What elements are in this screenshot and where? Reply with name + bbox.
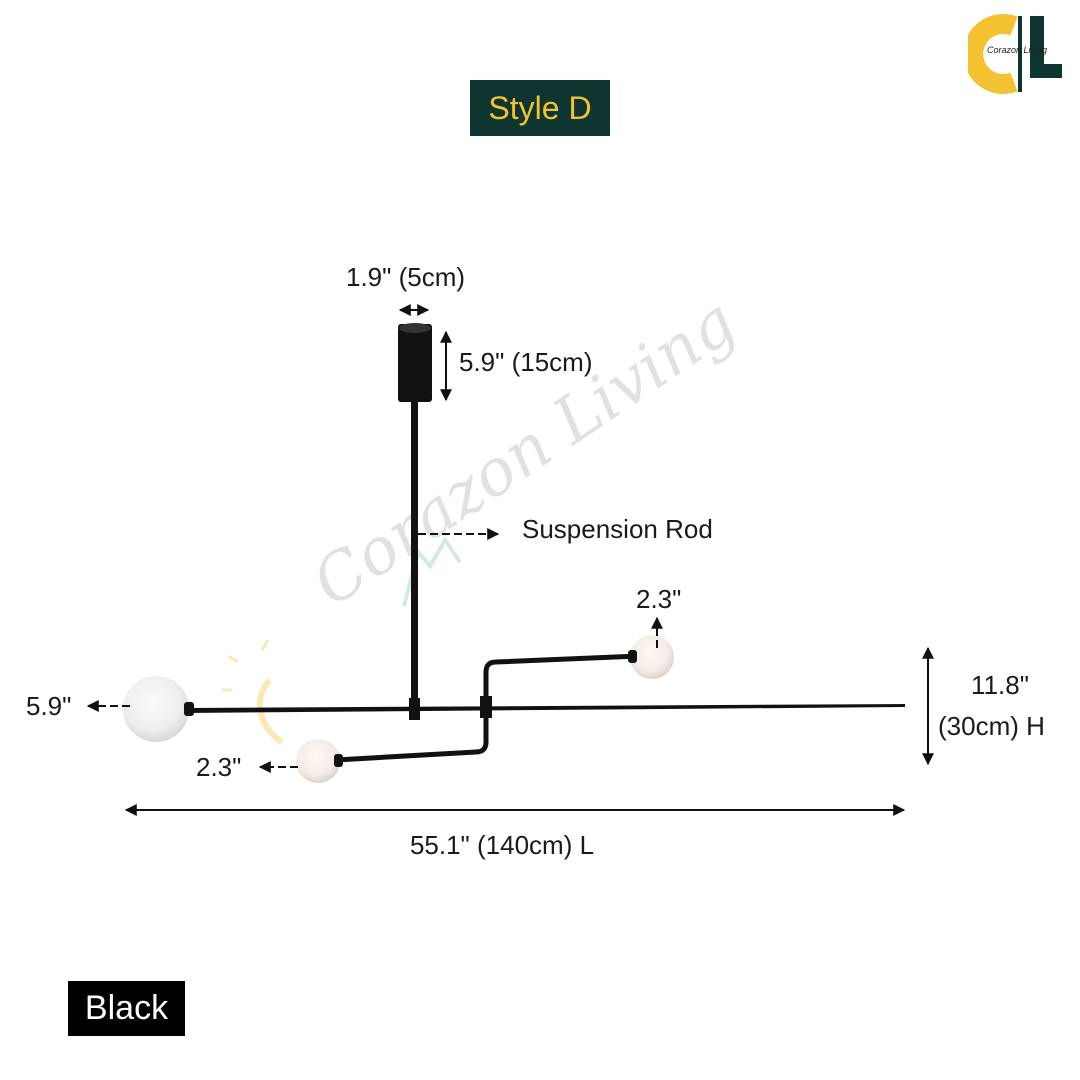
logo-subtext: Corazon Living (987, 45, 1048, 55)
suspension-rod-label: Suspension Rod (522, 514, 713, 544)
upper-arm (483, 653, 641, 705)
canopy-height-label: 5.9" (15cm) (459, 347, 593, 377)
small-globe-top (630, 635, 674, 679)
small-globe-bottom-label: 2.3" (196, 752, 242, 782)
small-globe-bottom (296, 739, 340, 783)
brand-logo (968, 14, 1062, 94)
arm-joint (480, 696, 492, 718)
height-unit-label: (30cm) H (938, 711, 1045, 741)
canopy-top (399, 323, 431, 333)
large-globe-label: 5.9" (26, 691, 72, 721)
small-globe-bottom-cap (334, 754, 343, 767)
height-value-label: 11.8" (971, 670, 1029, 700)
lower-arm (335, 705, 489, 763)
suspension-rod (411, 400, 418, 720)
large-globe-cap (184, 702, 194, 716)
small-globe-top-label: 2.3" (636, 584, 682, 614)
canopy-width-label: 1.9" (5cm) (346, 262, 466, 292)
style-badge: Style D (470, 80, 610, 136)
finish-color-badge: Black (68, 981, 185, 1036)
large-globe (123, 676, 189, 742)
small-globe-top-cap (628, 650, 637, 663)
canopy (398, 324, 432, 402)
watermark-bulb-icon (222, 536, 462, 745)
main-arm (185, 704, 905, 713)
length-label: 55.1" (140cm) L (409, 830, 595, 860)
